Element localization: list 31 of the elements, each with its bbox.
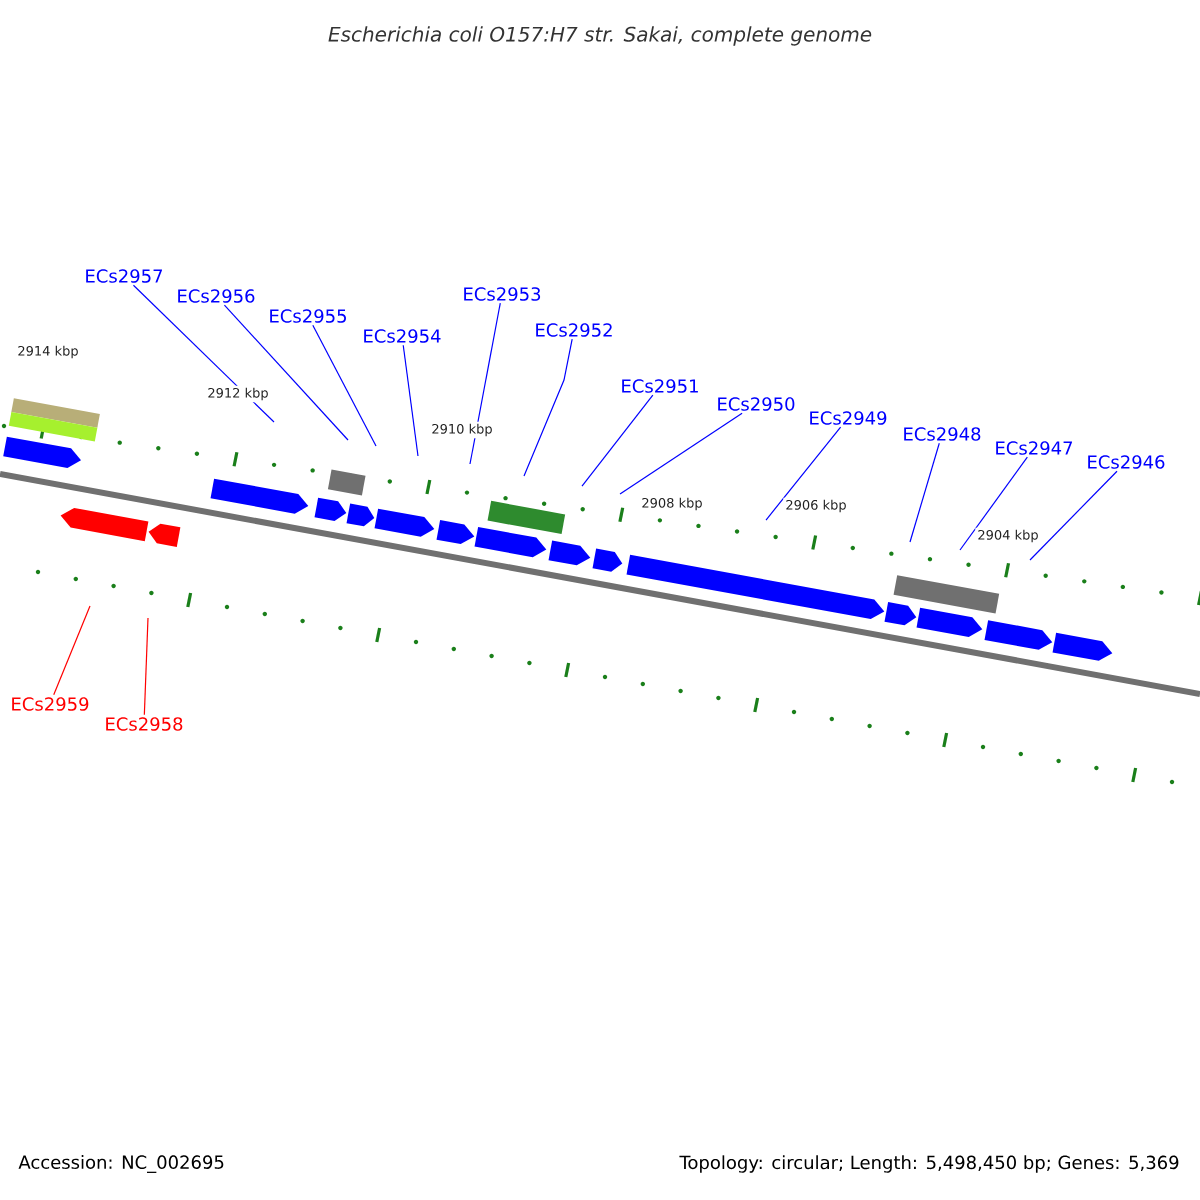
footer-text: Accession: NC_002695 <box>18 1155 224 1173</box>
leader-line <box>1029 470 1118 561</box>
leader-line <box>132 284 275 423</box>
title: Escherichia coli O157:H7 str. Sakai, complete genome <box>328 26 872 46</box>
leader-line <box>581 394 654 487</box>
gene-label: ECs2952 <box>536 323 612 337</box>
footer-text: Topology: circular; Length: 5,498,450 bp; Genes: 5,369 <box>679 1155 1179 1173</box>
leader-line <box>402 344 419 457</box>
gene-label: ECs2959 <box>12 697 89 711</box>
leader-line <box>619 412 743 495</box>
gene-label: ECs2951 <box>622 379 698 393</box>
gene-label: ECs2954 <box>364 329 441 343</box>
gene-label: ECs2953 <box>464 287 541 301</box>
gene-label: ECs2958 <box>106 717 183 731</box>
gene-label: ECs2949 <box>810 411 887 425</box>
gene-label: ECs2957 <box>86 269 162 283</box>
gene-label: ECs2946 <box>1088 455 1165 469</box>
leader-line <box>143 617 149 716</box>
gene-label: ECs2956 <box>178 289 255 303</box>
gene-label: ECs2948 <box>904 427 981 441</box>
gene-label: ECs2950 <box>718 397 795 411</box>
leader-line <box>312 324 377 447</box>
leader-line <box>959 456 1028 551</box>
leader-line <box>223 304 349 441</box>
leader-line <box>469 302 501 465</box>
gene-label: ECs2947 <box>996 441 1072 455</box>
leader-line <box>53 605 91 696</box>
leader-line <box>765 426 842 521</box>
leader-line <box>523 338 573 477</box>
gene-label: ECs2955 <box>270 309 346 323</box>
leader-line <box>909 442 940 543</box>
